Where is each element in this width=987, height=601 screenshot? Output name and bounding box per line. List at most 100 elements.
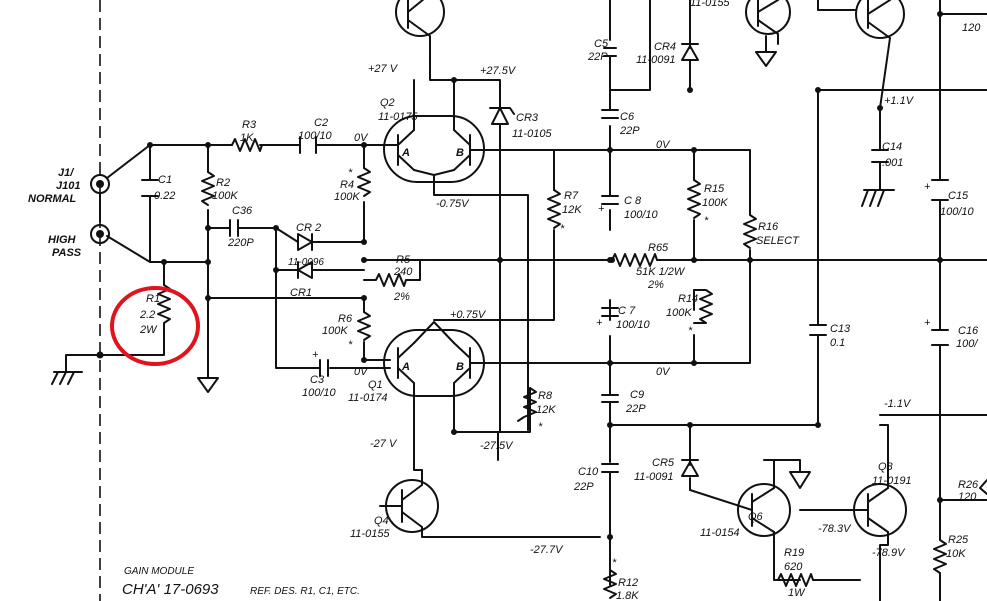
q4-transistor [379,404,601,538]
j1-label: J1/ [58,167,75,179]
node-voltage-plus11: +1.1V [884,95,915,107]
r1-label: R1 [146,293,160,305]
high-label: HIGH [48,234,77,246]
r7-resistor [547,189,561,229]
r65-tolerance: 2% [647,279,664,291]
r4-value: 100K [334,191,360,203]
r15-resistor [687,179,701,219]
cr1-diode [297,261,313,279]
c16-value: 100/ [956,338,978,350]
c6-label: C6 [620,111,635,123]
normal-label: NORMAL [28,193,77,205]
cr2-diode [297,233,313,251]
q1-b: B [456,361,464,373]
r6-label: R6 [338,313,353,325]
c1-value: 0.22 [154,190,175,202]
r14-value: 100K [666,307,692,319]
q4-part: 11-0155 [350,528,390,540]
node-voltage-minus075: -0.75V [436,198,470,210]
r14-label: R14 [678,293,698,305]
c15-value: 100/10 [940,206,975,218]
c2-label: C2 [314,117,328,129]
c7-label: C 7 [618,305,636,317]
center-wires [413,0,987,586]
cr4-part: 11-0091 [636,54,676,66]
r27-value: 120 [962,22,981,34]
j101-label: J101 [56,180,80,192]
r6-resistor [357,311,371,341]
r14-resistor [693,289,713,324]
q2-part: 11-0175 [378,111,418,123]
r8-label: R8 [538,390,553,402]
r12-star: * [612,557,617,569]
q3b-part: 11-0155 [690,0,730,9]
q8-label: Q8 [878,461,894,473]
cr5-diode [681,459,699,477]
r4-label: R4 [340,179,354,191]
r16-resistor [743,214,757,249]
cr5-label: CR5 [652,457,675,469]
node-voltage-minus275: -27.5V [480,440,514,452]
c7-plus: + [596,317,603,329]
q6-label: Q6 [748,511,764,523]
c3-label: C3 [310,374,325,386]
c8-label: C 8 [624,195,642,207]
r1-watt: 2W [139,324,158,336]
c13-value: 0.1 [830,337,845,349]
pass-label: PASS [52,247,82,259]
node-voltage-minus27: -27 V [370,438,398,450]
r6-star: * [348,339,353,351]
caption-gain-module: GAIN MODULE [124,566,194,577]
r5-resistor [363,259,421,287]
r7-star: * [560,223,565,235]
r16-value: SELECT [756,235,800,247]
r7-value: 12K [562,204,582,216]
cr3-label: CR3 [516,112,539,124]
c1-label: C1 [158,174,172,186]
q8-part: 11-0191 [872,475,912,487]
r7-label: R7 [564,190,579,202]
ground-symbol [197,371,219,393]
r25-value: 10K [946,548,966,560]
node-voltage-minus277: -27.7V [530,544,564,556]
c10-label: C10 [578,466,599,478]
r2-resistor [201,171,215,206]
node-voltage-minus789: -78.9V [872,547,906,559]
r26-value: 120 [958,491,977,503]
r15-value: 100K [702,197,728,209]
q7-transistor [855,0,905,109]
r5-tolerance: 2% [393,291,410,303]
node-voltage-minus783: -78.3V [818,523,852,535]
r15-star: * [704,215,709,227]
r8-value: 12K [536,404,556,416]
r19-label: R19 [784,547,804,559]
c2-value: 100/10 [298,130,333,142]
q1-a: A [401,361,410,373]
r12-value: 1.8K [616,590,639,601]
q2-b: B [456,147,464,159]
cr2-part: 11-0096 [288,257,324,268]
c10-value: 22P [573,481,594,493]
r3-resistor [231,138,263,152]
node-voltage-0v-top: 0V [656,139,671,151]
r1-resistor [157,284,171,336]
q1-label: Q1 [368,379,383,391]
c3-plus: + [312,349,319,361]
q2-label: Q2 [380,97,395,109]
caption-ref: REF. DES. R1, C1, ETC. [250,586,360,597]
q6-part: 11-0154 [700,527,740,539]
node-voltage-plus075: +0.75V [450,309,487,321]
c14-value: .001 [882,157,903,169]
c5-label: C5 [594,38,609,50]
r8-resistor [517,387,537,422]
r12-label: R12 [618,577,638,589]
r2-value: 100K [212,190,238,202]
c15-label: C15 [948,190,969,202]
q1-part: 11-0174 [348,392,388,404]
r4-resistor [357,167,371,197]
r16-label: R16 [758,221,779,233]
r8-star: * [538,421,543,433]
c6-value: 22P [619,125,640,137]
c9-value: 22P [625,403,646,415]
